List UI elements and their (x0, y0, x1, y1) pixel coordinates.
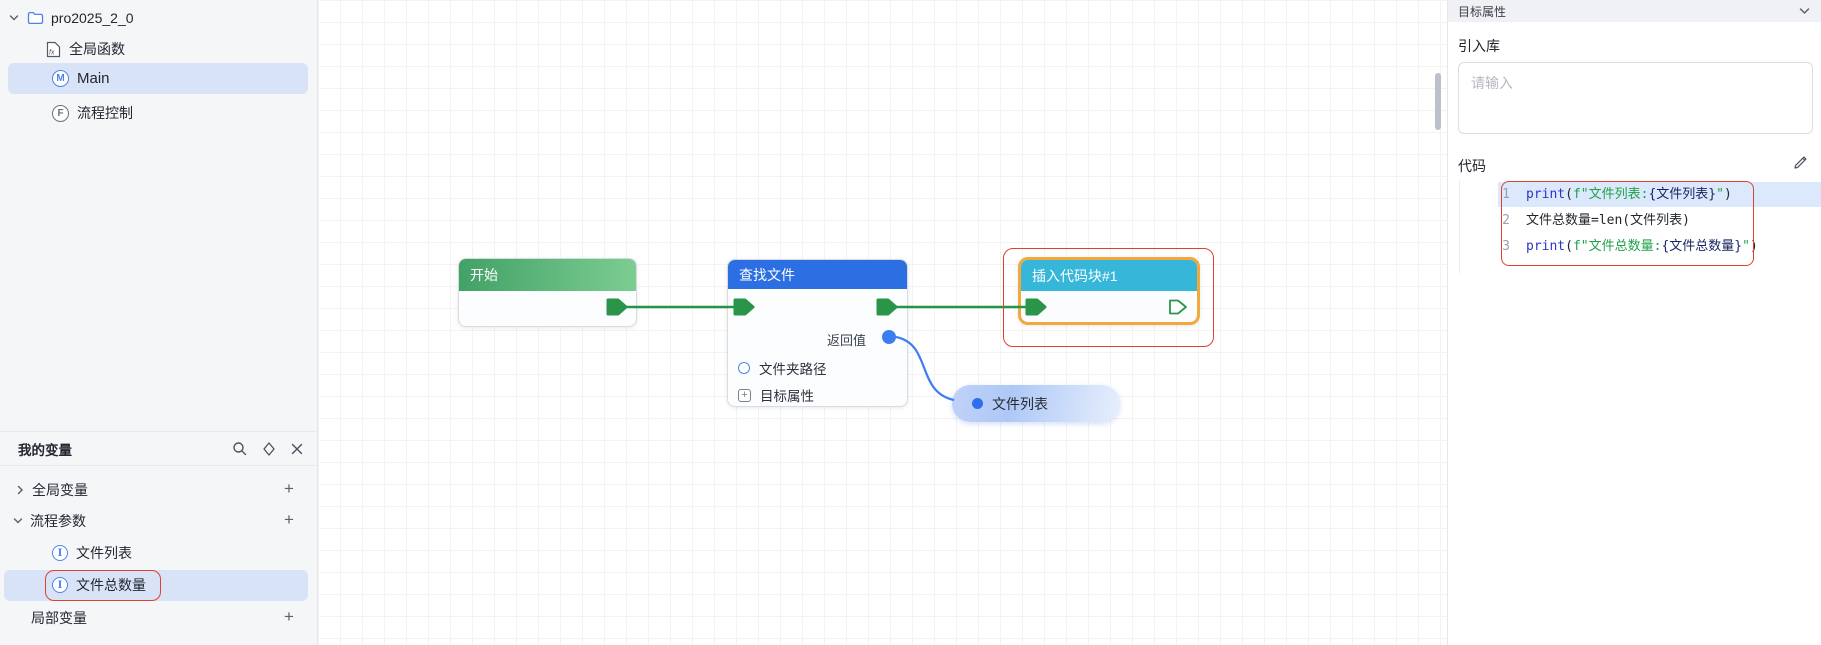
input-socket-icon[interactable] (738, 362, 750, 374)
expand-plus-icon[interactable]: + (738, 388, 751, 402)
flow-control-icon: F (52, 104, 69, 122)
inspector-panel: 目标属性 引入库 代码 1 print(f"文件列表:{文件列表}") 2 文件… (1447, 0, 1821, 645)
gutter-divider (1459, 181, 1460, 273)
sidebar-item-label: Main (77, 69, 110, 87)
annotation-box-code (1501, 181, 1754, 266)
variable-dot-icon (972, 398, 983, 409)
var-group-label: 局部变量 (31, 610, 87, 626)
expand-collapse-icon[interactable] (262, 441, 276, 457)
var-group-label: 流程参数 (30, 513, 86, 529)
sidebar-item-label: 全局函数 (69, 41, 125, 57)
chevron-down-icon[interactable] (12, 515, 24, 527)
canvas-vertical-scrollbar[interactable] (1435, 73, 1441, 130)
var-group-global[interactable]: 全局变量 (14, 477, 304, 503)
code-text: print(f"文件列表:{文件列表}") (1526, 187, 1732, 202)
prop-label: 文件夹路径 (759, 362, 827, 377)
my-variables-header: 我的变量 (0, 431, 318, 466)
variable-type-icon: I (52, 577, 68, 593)
sidebar-item-flow-control[interactable]: F 流程控制 (52, 100, 133, 126)
svg-text:fx: fx (49, 49, 55, 56)
node-start-header: 开始 (459, 259, 636, 291)
annotation-box-insert-node (1003, 248, 1214, 347)
node-title: 开始 (470, 267, 498, 283)
edit-pencil-icon[interactable] (1792, 155, 1808, 171)
code-section-label: 代码 (1458, 158, 1486, 174)
active-line-highlight (1498, 182, 1821, 207)
prop-label: 目标属性 (760, 389, 814, 404)
left-sidebar: pro2025_2_0 fx 全局函数 M Main F 流程控制 我的变量 (0, 0, 318, 645)
main-flow-icon: M (52, 69, 69, 87)
var-item-file-list[interactable]: I 文件列表 (52, 540, 132, 566)
line-number: 3 (1502, 239, 1510, 254)
annotation-box-variable (45, 570, 161, 601)
variable-type-icon: I (52, 545, 68, 561)
return-value-label: 返回值 (826, 333, 866, 348)
add-global-variable-button[interactable]: + (284, 479, 294, 498)
line-number: 1 (1502, 187, 1510, 202)
code-line-1[interactable]: 1 print(f"文件列表:{文件列表}") (1448, 182, 1821, 208)
line-number: 2 (1502, 213, 1510, 228)
folder-icon (27, 11, 44, 25)
node-title: 插入代码块#1 (1032, 267, 1118, 284)
chevron-down-icon[interactable] (1798, 5, 1811, 18)
node-insert-header: 插入代码块#1 (1021, 260, 1197, 291)
code-text: 文件总数量=len(文件列表) (1526, 213, 1690, 228)
sidebar-item-label: 流程控制 (77, 105, 133, 121)
close-icon[interactable] (290, 442, 304, 456)
import-library-label: 引入库 (1458, 38, 1500, 54)
variable-bubble-file-list[interactable]: 文件列表 (952, 385, 1120, 422)
add-local-variable-button[interactable]: + (284, 607, 294, 626)
var-item-label: 文件列表 (76, 545, 132, 561)
code-editor[interactable]: 1 print(f"文件列表:{文件列表}") 2 文件总数量=len(文件列表… (1448, 178, 1821, 278)
node-find-files[interactable]: 查找文件 (727, 259, 908, 407)
var-group-label: 全局变量 (32, 482, 88, 498)
project-name: pro2025_2_0 (51, 10, 134, 26)
import-library-input[interactable] (1458, 62, 1813, 134)
inspector-title: 目标属性 (1458, 4, 1507, 19)
node-find-header: 查找文件 (728, 260, 907, 289)
search-icon[interactable] (232, 441, 248, 457)
prop-folder-path[interactable]: 文件夹路径 (738, 358, 827, 378)
sidebar-item-main-selected[interactable]: M Main (8, 63, 308, 94)
node-title: 查找文件 (739, 266, 795, 283)
inspector-header[interactable]: 目标属性 (1448, 0, 1821, 22)
bubble-label: 文件列表 (992, 395, 1048, 412)
code-line-2[interactable]: 2 文件总数量=len(文件列表) (1448, 208, 1821, 234)
prop-target-attrs[interactable]: + 目标属性 (738, 385, 814, 405)
sidebar-item-global-functions[interactable]: fx 全局函数 (46, 36, 125, 62)
tree-root-row[interactable]: pro2025_2_0 (8, 5, 134, 31)
var-item-label: 文件总数量 (76, 577, 146, 593)
function-file-icon: fx (46, 41, 61, 57)
var-group-local[interactable]: 局部变量 (31, 605, 87, 631)
chevron-down-icon[interactable] (8, 12, 20, 24)
node-start[interactable]: 开始 (458, 258, 637, 327)
var-group-flow-params[interactable]: 流程参数 (12, 508, 302, 534)
flow-canvas[interactable]: 开始 查找文件 返回值 文件夹路径 + 目标属性 插入代码块#1 文件列表 (318, 0, 1447, 645)
add-flow-param-button[interactable]: + (284, 510, 294, 529)
my-variables-title: 我的变量 (18, 442, 72, 458)
chevron-right-icon[interactable] (14, 484, 26, 496)
